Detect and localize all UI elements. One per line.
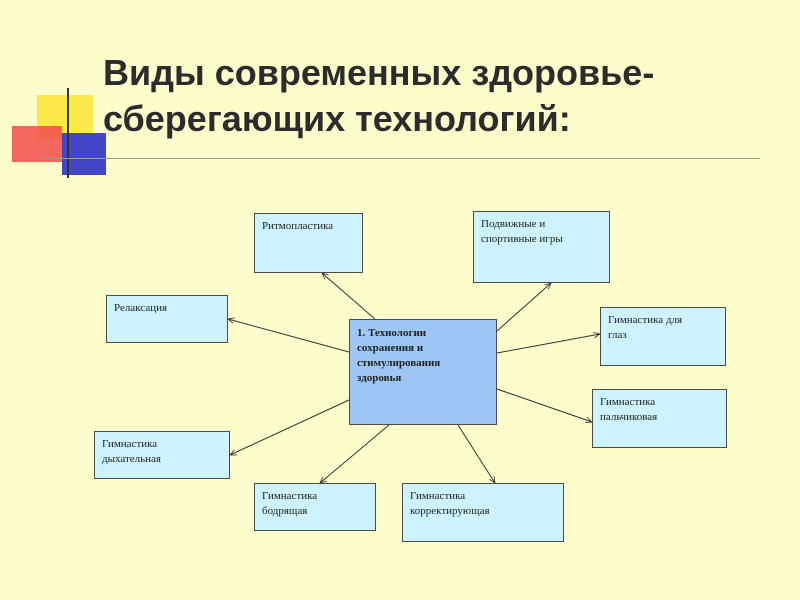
node-finger-gymnastics: Гимнастика пальчиковая: [592, 389, 727, 448]
node-breathing-gymnastics-line-1: Гимнастика: [102, 438, 158, 450]
decor-horizontal-line: [40, 158, 760, 159]
node-games: Подвижные и спортивные игры: [473, 211, 610, 283]
node-eye-gymnastics: Гимнастика для глаз: [600, 307, 726, 366]
arrow-to-games: [496, 283, 551, 332]
arrow-to-finger-gymnastics: [496, 388, 592, 422]
arrow-to-breathing-gymnastics: [230, 399, 350, 456]
arrow-to-corrective-gymnastics: [457, 424, 495, 483]
node-relaxation: Релаксация: [106, 295, 228, 343]
decor-red-square: [12, 126, 62, 162]
center-node-line-3: стимулирования: [357, 357, 441, 369]
arrow-to-eye-gymnastics: [496, 334, 600, 354]
arrow-to-relaxation: [228, 319, 350, 353]
node-eye-gymnastics-line-1: Гимнастика для: [608, 314, 683, 326]
slide-title-line-1: Виды современных здоровье-: [103, 52, 655, 93]
node-games-line-1: Подвижные и: [481, 218, 546, 230]
center-node-line-4: здоровья: [357, 372, 402, 384]
node-invigorating-gymnastics-line-2: бодрящая: [262, 505, 308, 517]
node-corrective-gymnastics-line-1: Гимнастика: [410, 490, 466, 502]
node-rhythmoplasty-line-1: Ритмопластика: [262, 220, 334, 232]
center-node-health-technologies: 1. Технологии сохранения и стимулировани…: [349, 319, 497, 425]
node-finger-gymnastics-line-1: Гимнастика: [600, 396, 656, 408]
center-node-line-2: сохранения и: [357, 342, 424, 354]
node-relaxation-line-1: Релаксация: [114, 302, 168, 314]
node-finger-gymnastics-line-2: пальчиковая: [600, 411, 658, 423]
arrow-to-invigorating-gymnastics: [320, 424, 390, 483]
node-eye-gymnastics-line-2: глаз: [608, 329, 627, 341]
center-node-line-1: 1. Технологии: [357, 327, 427, 339]
node-invigorating-gymnastics: Гимнастика бодрящая: [254, 483, 376, 531]
node-breathing-gymnastics: Гимнастика дыхательная: [94, 431, 230, 479]
slide-title-line-2: сберегающих технологий:: [103, 98, 571, 139]
decor-blue-square: [62, 133, 106, 175]
node-breathing-gymnastics-line-2: дыхательная: [102, 453, 161, 465]
slide-title: Виды современных здоровье- сберегающих т…: [103, 50, 783, 142]
node-corrective-gymnastics: Гимнастика корректирующая: [402, 483, 564, 542]
node-rhythmoplasty: Ритмопластика: [254, 213, 363, 273]
decor-vertical-line: [67, 88, 69, 178]
node-invigorating-gymnastics-line-1: Гимнастика: [262, 490, 318, 502]
node-corrective-gymnastics-line-2: корректирующая: [410, 505, 490, 517]
arrow-to-rhythmoplasty: [322, 273, 376, 320]
node-games-line-2: спортивные игры: [481, 233, 563, 245]
